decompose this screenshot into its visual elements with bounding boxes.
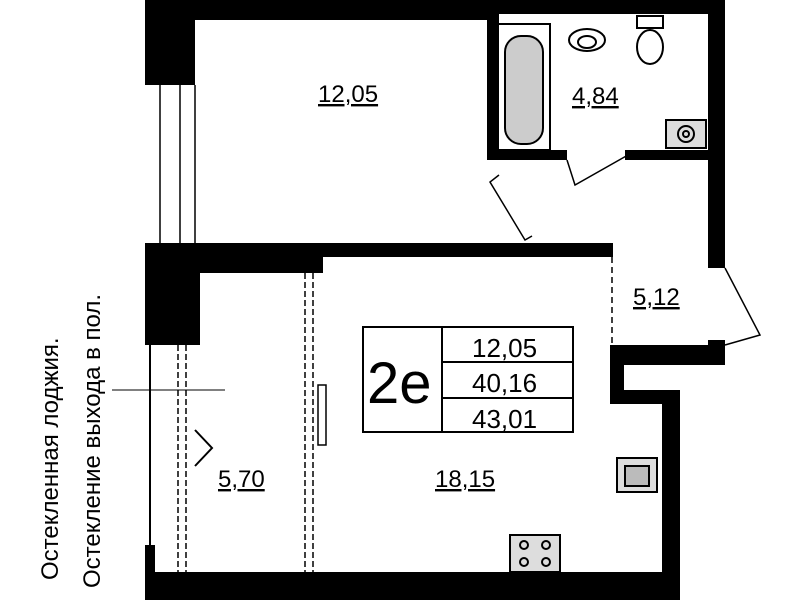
total-area-value: 40,16 [472,368,537,398]
room-area-loggia: 5,70 [218,466,265,493]
boiler-icon [665,119,707,149]
room-area-kitchen: 18,15 [435,466,495,493]
glazing [112,85,613,572]
room-area-bathroom: 4,84 [572,83,619,110]
bathtub [497,23,551,151]
stove-icon [509,534,561,573]
room-area-living-room: 12,05 [318,81,378,108]
toilet-icon [636,15,664,65]
total-with-loggia-value: 43,01 [472,404,537,434]
note-floor-glazing: Остекление выхода в пол. [79,294,106,588]
note-glazed-loggia: Остекленная лоджия. [37,337,64,580]
apartment-type: 2e [367,351,432,416]
sink-icon [568,28,606,52]
living-area-value: 12,05 [472,333,537,363]
doors [317,154,762,446]
room-area-hallway: 5,12 [633,284,680,311]
area-summary-table: 2e 12,05 40,16 43,01 [362,326,574,434]
kitchen-sink-icon [616,457,658,493]
walls [145,0,725,600]
